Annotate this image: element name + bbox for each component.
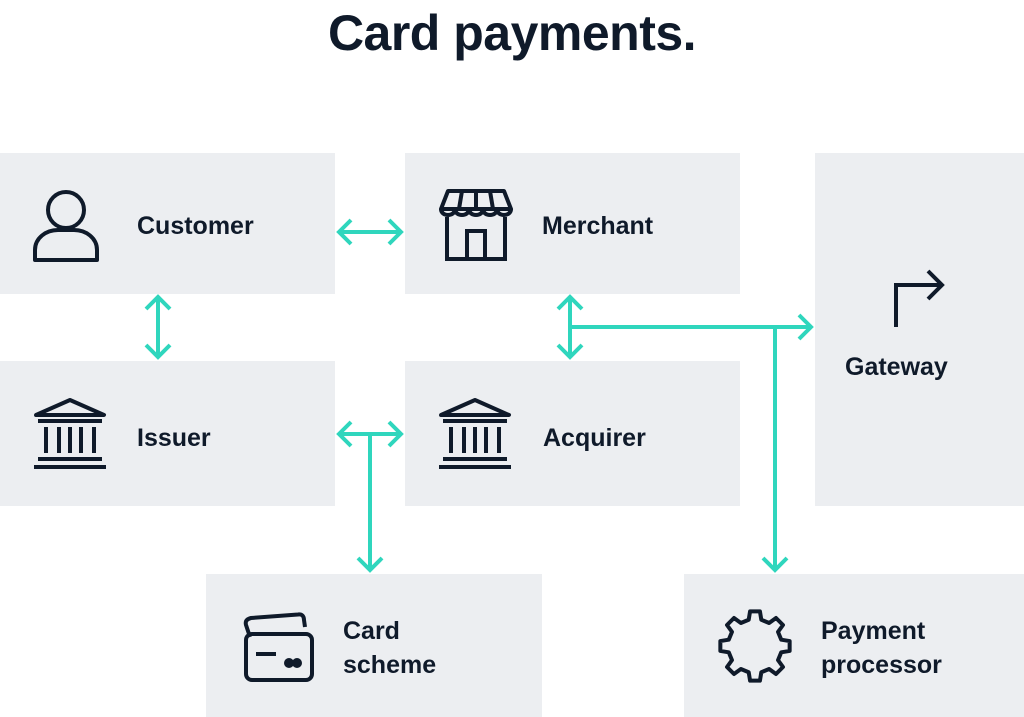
storefront-icon — [438, 187, 514, 263]
connector-customer-issuer — [144, 294, 172, 360]
card-scheme-label-line2: scheme — [343, 651, 437, 679]
turn-right-arrow-icon — [892, 265, 948, 329]
customer-label: Customer — [137, 212, 254, 240]
gateway-label: Gateway — [845, 353, 948, 381]
payment-processor-label-line1: Payment — [821, 617, 926, 645]
connector-gateway-processor — [761, 327, 789, 573]
merchant-node: Merchant — [405, 153, 740, 294]
connector-to-card-scheme — [356, 434, 384, 573]
bank-icon — [32, 397, 108, 471]
payment-processor-node: Payment processor — [684, 574, 1024, 717]
person-icon — [32, 188, 100, 262]
page-title: Card payments. — [327, 5, 697, 61]
issuer-label: Issuer — [137, 424, 211, 452]
bank-icon — [437, 397, 513, 471]
acquirer-label: Acquirer — [543, 424, 646, 452]
connector-issuer-acquirer — [336, 420, 404, 448]
connector-customer-merchant — [336, 218, 404, 246]
customer-node: Customer — [0, 153, 335, 294]
card-scheme-label-line1: Card — [343, 617, 400, 645]
payment-processor-label-line2: processor — [821, 651, 942, 679]
gear-icon — [716, 607, 794, 685]
connector-merchant-acquirer — [556, 294, 584, 360]
merchant-label: Merchant — [542, 212, 654, 240]
credit-cards-icon — [236, 610, 316, 686]
issuer-node: Issuer — [0, 361, 335, 506]
gateway-node: Gateway — [815, 153, 1024, 506]
connector-merchant-gateway — [570, 313, 814, 341]
acquirer-node: Acquirer — [405, 361, 740, 506]
card-scheme-node: Card scheme — [206, 574, 542, 717]
